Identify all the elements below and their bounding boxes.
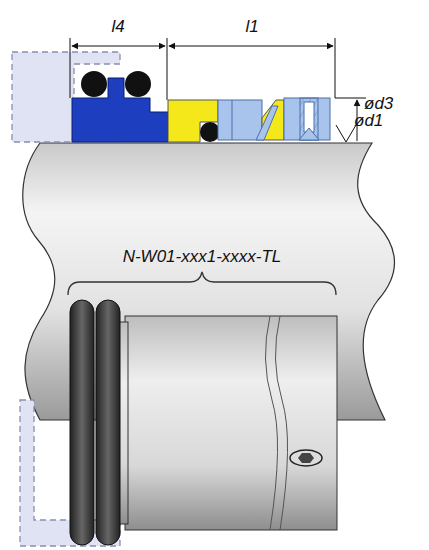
o-ring-view [70,300,94,545]
seal-body [125,316,337,530]
o-ring [125,71,151,97]
o-ring [200,122,220,142]
dimension-label: ød1 [354,112,383,129]
o-ring-view [96,300,120,545]
dimension-label: ød3 [364,95,393,112]
retainer [218,100,262,140]
set-screw [290,450,322,466]
part-code: N-W01-xxx1-xxxx-TL [123,248,282,265]
dimension-label: l1 [245,18,258,35]
dimension-lines [70,38,366,142]
brace [68,272,336,295]
dimension-label: l4 [111,18,124,35]
set-collar [284,98,330,140]
o-ring [81,71,107,97]
